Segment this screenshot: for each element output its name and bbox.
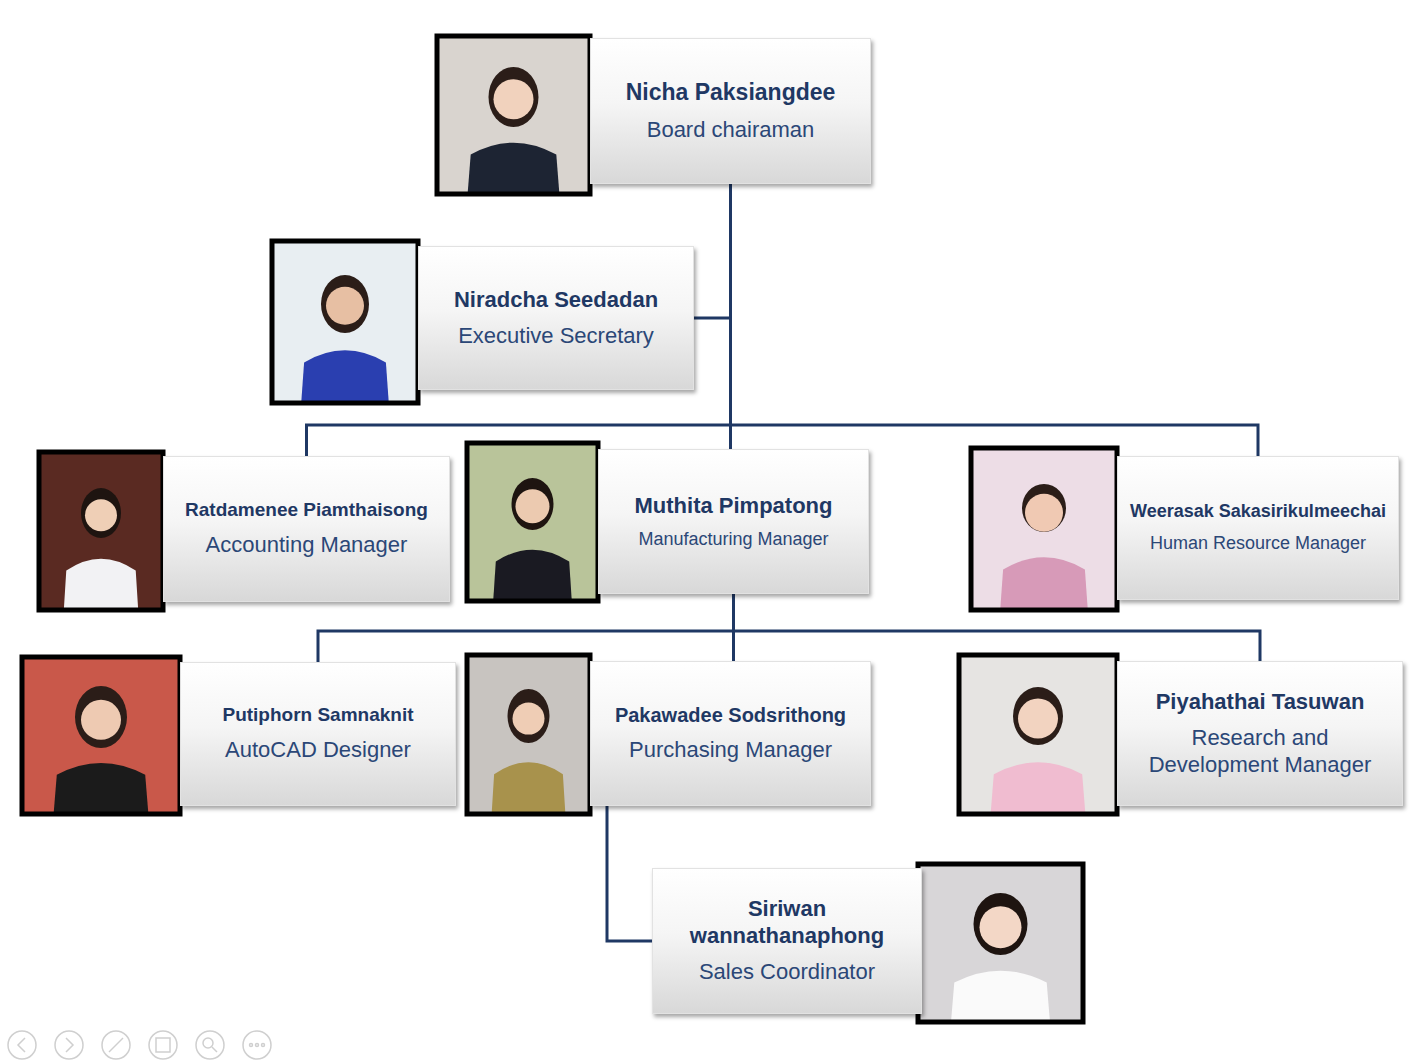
org-box: Weerasak SakasirikulmeechaiHuman Resourc…	[1117, 456, 1399, 600]
org-box: Ratdamenee PiamthaisongAccounting Manage…	[163, 456, 450, 602]
org-box: Putiphorn SamnaknitAutoCAD Designer	[180, 662, 456, 806]
person-name: Nicha Paksiangdee	[626, 79, 836, 107]
portrait-photo	[918, 864, 1083, 1022]
slideshow-controls	[8, 1031, 271, 1059]
job-title: Research and Development Manager	[1126, 725, 1394, 778]
portrait-photo	[959, 655, 1117, 814]
org-box: Nicha PaksiangdeeBoard chairaman	[590, 38, 871, 184]
org-box: Niradcha SeedadanExecutive Secretary	[418, 246, 694, 390]
job-title: Accounting Manager	[206, 532, 408, 558]
job-title: Manufacturing Manager	[638, 529, 828, 551]
portrait-photo	[467, 655, 590, 814]
portrait-photo	[39, 452, 163, 610]
job-title: Purchasing Manager	[629, 737, 832, 763]
job-title: AutoCAD Designer	[225, 737, 411, 763]
portrait-photo	[437, 36, 590, 194]
person-name: Weerasak Sakasirikulmeechai	[1130, 501, 1386, 523]
person-name: Siriwan wannathanaphong	[661, 896, 913, 949]
person-name: Niradcha Seedadan	[454, 287, 658, 313]
org-box: Muthita PimpatongManufacturing Manager	[598, 449, 869, 594]
org-box: Piyahathai TasuwanResearch and Developme…	[1117, 661, 1403, 806]
connector-line	[734, 594, 1261, 661]
connector-line	[307, 184, 731, 456]
connector-line	[607, 806, 652, 941]
org-box: Pakawadee SodsrithongPurchasing Manager	[590, 661, 871, 806]
job-title: Human Resource Manager	[1150, 533, 1366, 555]
org-box: Siriwan wannathanaphongSales Coordinator	[652, 868, 922, 1014]
connector-line	[318, 594, 734, 662]
job-title: Executive Secretary	[458, 323, 654, 349]
portrait-photo	[22, 657, 180, 814]
person-name: Pakawadee Sodsrithong	[615, 703, 846, 727]
person-name: Muthita Pimpatong	[635, 493, 833, 519]
portrait-photo	[971, 448, 1117, 610]
job-title: Sales Coordinator	[699, 959, 875, 985]
connector-line	[731, 184, 1259, 456]
job-title: Board chairaman	[647, 117, 815, 143]
person-name: Ratdamenee Piamthaisong	[185, 499, 428, 522]
portrait-photo	[272, 241, 418, 403]
connector-line	[694, 184, 731, 318]
person-name: Piyahathai Tasuwan	[1156, 689, 1365, 715]
person-name: Putiphorn Samnaknit	[222, 704, 413, 727]
portrait-photo	[467, 443, 598, 601]
